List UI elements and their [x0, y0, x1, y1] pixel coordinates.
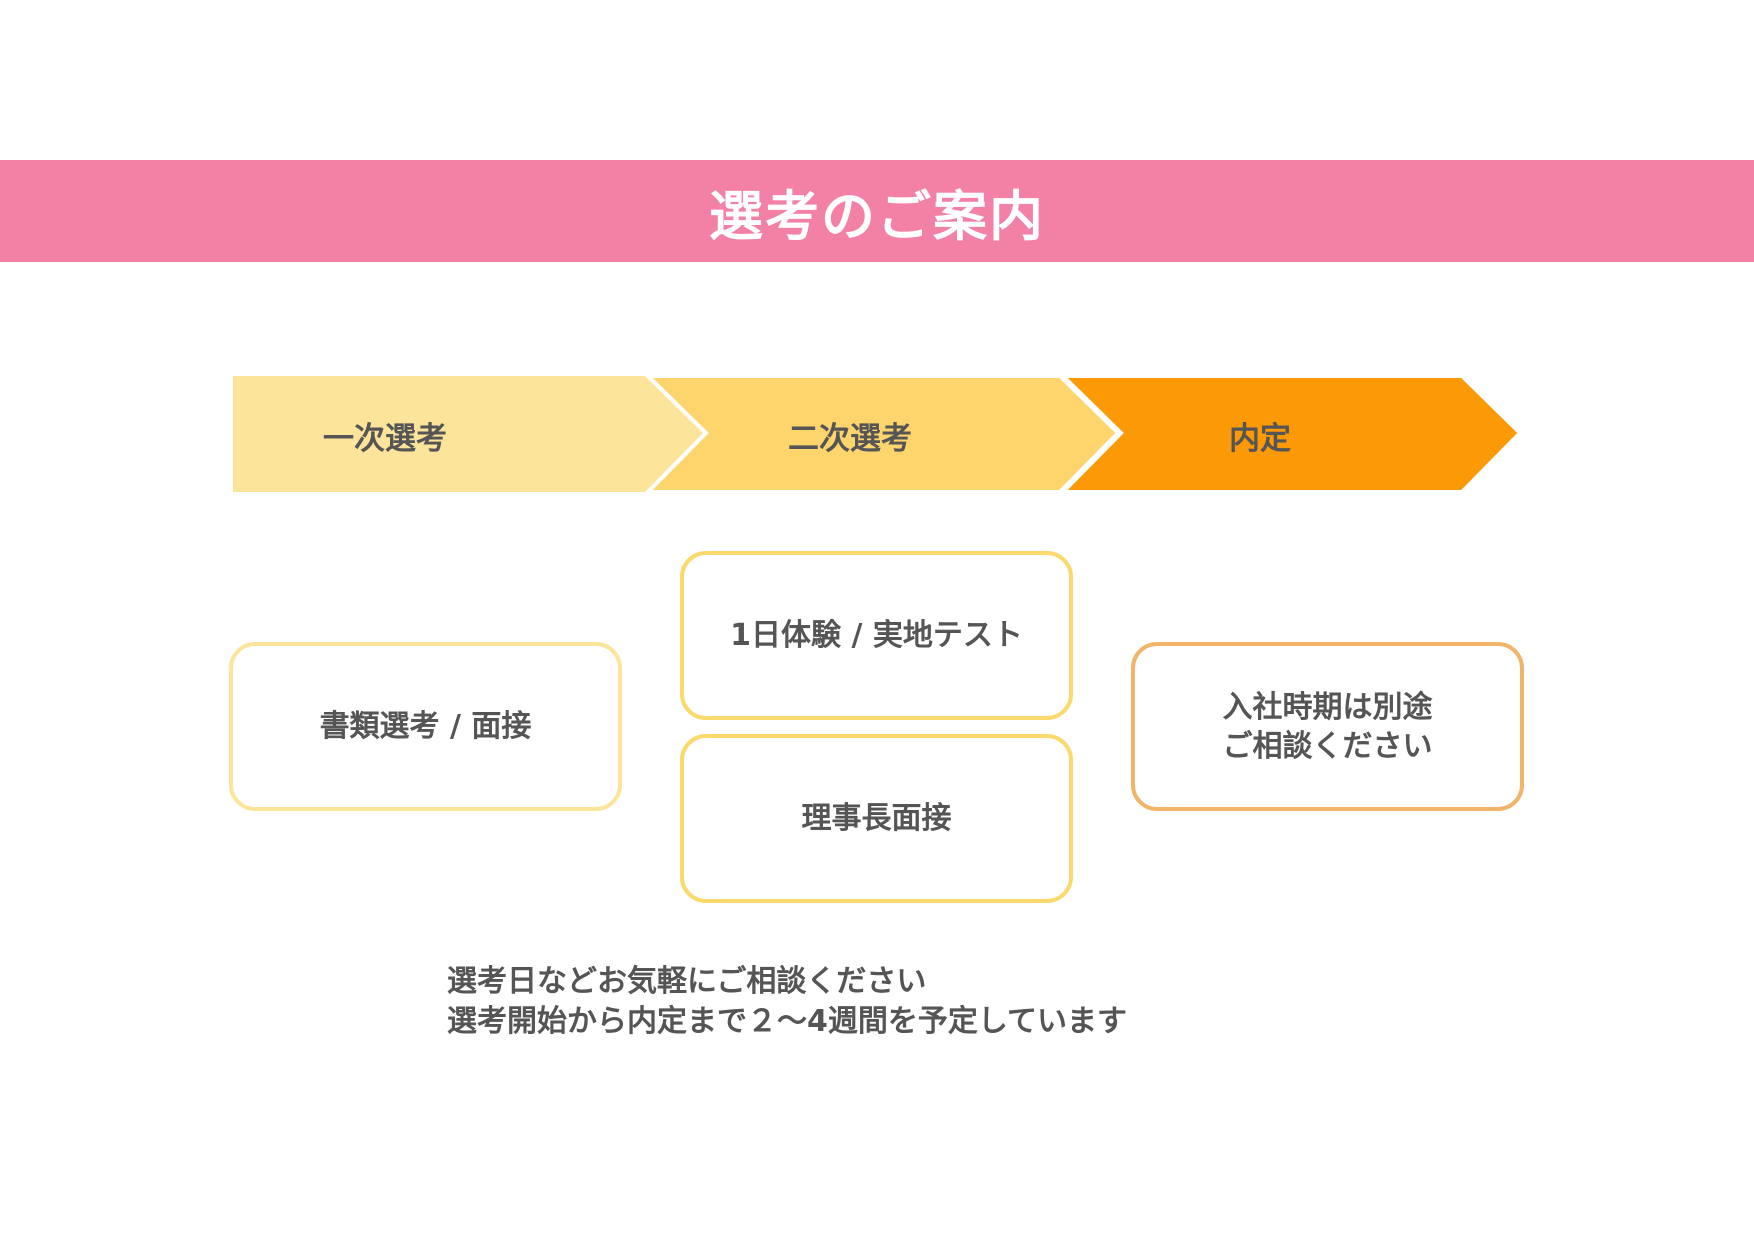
notes: 選考日などお気軽にご相談ください 選考開始から内定まで２～4週間を予定しています [447, 962, 1127, 1042]
note-line-1: 選考日などお気軽にご相談ください [447, 964, 927, 999]
card-director-interview: 理事長面接 [680, 734, 1073, 903]
step-chevron-first [233, 376, 703, 492]
page-title: 選考のご案内 [709, 184, 1045, 248]
step-label-second: 二次選考 [788, 420, 912, 457]
step-label-first: 一次選考 [323, 420, 447, 457]
step-label-final: 内定 [1229, 420, 1291, 457]
card-first-text: 書類選考 / 面接 [319, 709, 532, 744]
note-line-2: 選考開始から内定まで２～4週間を予定しています [447, 1004, 1127, 1039]
card-offer-text: 入社時期は別途 ご相談ください [1223, 688, 1433, 766]
card-director-text: 理事長面接 [801, 801, 952, 836]
card-trial-text: 1日体験 / 実地テスト [730, 618, 1023, 653]
card-offer-line2: ご相談ください [1222, 728, 1433, 764]
card-offer: 入社時期は別途 ご相談ください [1131, 642, 1524, 811]
step-chevron-second [643, 374, 1121, 494]
card-trial-test: 1日体験 / 実地テスト [680, 551, 1073, 720]
title-band: 選考のご案内 [0, 160, 1754, 262]
step-chevron-final [1058, 374, 1523, 494]
card-first-screening: 書類選考 / 面接 [229, 642, 622, 811]
card-offer-line1: 入社時期は別途 [1222, 689, 1433, 725]
